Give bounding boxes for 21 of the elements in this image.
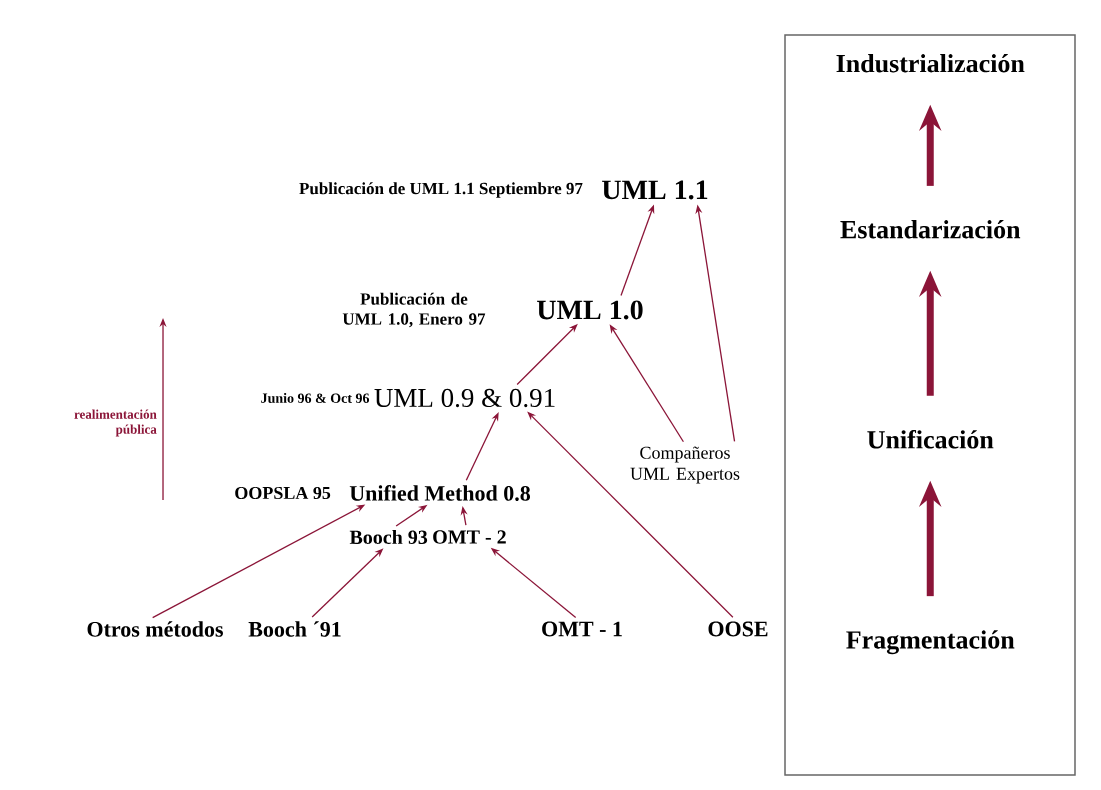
caption-text: OOPSLA 95 [235, 486, 331, 500]
node-text: Unificación [867, 429, 994, 449]
node-text: Estandarización [840, 220, 1021, 239]
node-text: Booch 93 [349, 529, 428, 545]
node-text: Unified Method 0.8 [349, 485, 531, 501]
caption-text: Junio 96 & Oct 96 [261, 393, 370, 403]
node-text: UML 0.9 & 0.91 [374, 388, 555, 408]
node-text: Otros métodos [87, 621, 223, 637]
node-text: OMT - 1 [542, 621, 622, 637]
node-text: OOSE [708, 621, 768, 637]
caption-text: Publicación de UML 1.0, Enero 97 [342, 292, 486, 328]
node-text: Industrialización [836, 54, 1025, 73]
node-text: Compañeros UML Expertos [630, 446, 740, 484]
node-text: OMT - 2 [433, 530, 506, 544]
feedback-label: realimentación pública [74, 409, 157, 437]
node-text: Fragmentación [846, 630, 1015, 655]
caption-text: Publicación de UML 1.1 Septiembre 97 [299, 182, 583, 198]
panel-box [784, 34, 1076, 776]
node-text: Booch ´91 [248, 621, 341, 637]
node-text: UML 1.0 [537, 300, 643, 320]
node-text: UML 1.1 [602, 180, 708, 200]
